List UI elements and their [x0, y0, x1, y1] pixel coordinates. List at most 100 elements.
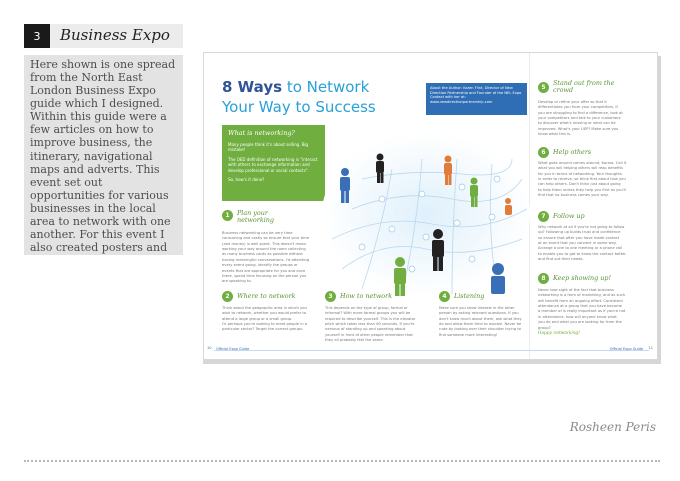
section-number-badge: 5 — [538, 82, 549, 93]
body-line: Arrange a one to one meeting or a phone … — [538, 246, 623, 251]
footer-right-label: Official Expo Guide — [609, 347, 643, 351]
body-line: differentiates you from your competitors… — [538, 105, 618, 110]
body-line: Develop or refine your offer so that it — [538, 100, 607, 104]
body-line: do and allow them time to explain. Never… — [439, 322, 522, 327]
section-body: Make sure you show interest in the other… — [439, 306, 527, 338]
what-is-networking-box: What is networking? Many people think it… — [222, 125, 325, 201]
dotted-divider — [24, 460, 660, 462]
body-line: What goes around comes around, Karma. Ca… — [538, 161, 627, 165]
body-line: Make sure you show interest in the other — [439, 306, 515, 310]
section-body: Develop or refine your offer so that it … — [538, 100, 650, 138]
section-body: Never lose sight of the fact that busine… — [538, 288, 650, 337]
section-body: Think about the geographic area in which… — [222, 306, 322, 333]
about-author-box: About the Author: Karen Flint, Director … — [426, 83, 527, 115]
about-line: Direction Partnership and Founder of the… — [430, 90, 522, 95]
body-line: Business networking can be very time — [222, 231, 293, 235]
section-body: What goes around comes around, Karma. Ca… — [538, 161, 650, 199]
body-line: up? Following up builds trust and confid… — [538, 230, 621, 235]
what-is-para: The OED definition of networking is "int… — [228, 156, 318, 173]
section-heading-line: Stand out from the — [553, 79, 615, 87]
body-line: group? — [538, 325, 551, 330]
what-is-para: Many people think it's about selling. Bi… — [228, 142, 309, 153]
section-number-badge: 3 — [325, 291, 336, 302]
what-is-heading: What is networking? — [228, 129, 295, 137]
body-line: This depends on the type of group, forma… — [325, 306, 408, 310]
body-line: to help them unless they help you first … — [538, 187, 626, 192]
body-line: consuming and costly so ensure that your… — [222, 236, 310, 241]
body-line: don't know much about them, ask what the… — [439, 316, 522, 321]
body-line: you are struggling to find a difference,… — [538, 110, 623, 115]
section-heading: Plan your networking — [237, 210, 274, 223]
body-line: every event going. Identify the groups o… — [222, 263, 298, 268]
body-line: your competitors and talk to your custom… — [538, 116, 621, 121]
body-line: find someone more interesting! — [439, 332, 498, 337]
body-line: find that no business comes your way. — [538, 193, 609, 198]
section-body: Business networking can be very time con… — [222, 231, 320, 285]
body-line: pitch which takes less than 60 seconds. … — [325, 322, 415, 327]
brochure-footer-rule — [214, 350, 649, 351]
body-line: there, spend time focusing on the person… — [222, 273, 307, 278]
section-body: This depends on the type of group, forma… — [325, 306, 427, 344]
section-heading: Follow up — [553, 212, 585, 220]
body-line: attendance at a group that you have beco… — [538, 304, 622, 309]
section-heading: Help others — [553, 148, 592, 156]
body-line: what you will helping others will reap b… — [538, 166, 623, 171]
body-line: yourself in front of other people rememb… — [325, 332, 413, 337]
section-heading-line: networking — [237, 215, 274, 224]
section-body: Why network at all if you're not going t… — [538, 225, 650, 263]
section-heading-line: crowd — [553, 85, 574, 94]
brochure-title-bold: 8 Ways — [222, 78, 283, 96]
body-line: at an event that you connect in some way… — [538, 241, 617, 246]
page-number-left: 10 — [207, 346, 212, 350]
body-line: will benefit from an ongoing effort. Con… — [538, 298, 623, 303]
body-line: to enable you to get to know the contact… — [538, 251, 626, 256]
section-number: 3 — [24, 24, 50, 48]
brochure-spread: 8 Ways to Network Your Way to Success Ab… — [203, 52, 658, 360]
section-number-badge: 4 — [439, 291, 450, 302]
body-line: working your way around the room collect… — [222, 247, 306, 252]
body-line: and find out their needs. — [538, 257, 584, 262]
project-description: Here shown is one spread from the North … — [24, 55, 183, 255]
body-line: (and money) is well spent. This doesn't … — [222, 241, 306, 246]
body-line: so ensure that after you have made conta… — [538, 235, 620, 240]
designer-signature: Rosheen Peris — [569, 420, 656, 434]
body-line: you do and what you are looking for from… — [538, 320, 622, 325]
brochure-title-line2: Your Way to Success — [222, 98, 376, 116]
body-line: Or perhaps you're looking to meet people… — [222, 322, 307, 327]
brochure-title-rest: to Network — [282, 78, 370, 96]
body-line: attend a large group or a small group. — [222, 316, 293, 321]
section-heading: Keep showing up! — [553, 274, 612, 282]
body-line: are speaking to. — [222, 279, 252, 284]
happy-networking-text: Happy networking! — [538, 330, 580, 336]
body-line: to discover what's missing or what can b… — [538, 121, 616, 126]
body-line: networking is a form of marketing, and a… — [538, 293, 626, 298]
section-heading: Listening — [454, 292, 485, 300]
what-is-para: So, how's it done? — [228, 176, 265, 182]
body-line: informal? With more formal groups you wi… — [325, 311, 411, 316]
body-line: nervous of standing up and speaking abou… — [325, 327, 406, 332]
brochure-title-line1: 8 Ways to Network — [222, 78, 369, 96]
people-figures — [340, 153, 512, 296]
section-number-badge: 6 — [538, 147, 549, 158]
body-line: in order to receive, so think first abou… — [538, 177, 626, 182]
body-line: rude by looking over their shoulder tryi… — [439, 327, 521, 332]
section-heading: Stand out from the crowd — [553, 80, 614, 93]
body-line: having meaningful conversations. I'd att… — [222, 257, 310, 262]
body-line: know what this is. — [538, 132, 572, 137]
section-number-badge: 7 — [538, 211, 549, 222]
body-line: in attendance, how will anyone know what — [538, 314, 617, 319]
section-heading-line: Plan your — [237, 209, 268, 217]
body-line: required to describe yourself. This is t… — [325, 316, 416, 321]
body-line: they all probably feel the same. — [325, 338, 384, 343]
body-line: Think about the geographic area in which… — [222, 306, 307, 310]
body-line: Why network at all if you're not going t… — [538, 225, 625, 229]
section-number-badge: 2 — [222, 291, 233, 302]
section-title: Business Expo — [50, 24, 183, 48]
body-line: a member of is really important as if yo… — [538, 309, 626, 314]
footer-left-label: Official Expo Guide — [216, 347, 250, 351]
body-line: for you in terms of networking. Your tho… — [538, 171, 622, 176]
section-heading: Where to network — [237, 292, 296, 300]
network-illustration — [322, 132, 530, 296]
body-line: Never lose sight of the fact that busine… — [538, 288, 614, 292]
body-line: can help others. Don't think just about … — [538, 182, 621, 187]
